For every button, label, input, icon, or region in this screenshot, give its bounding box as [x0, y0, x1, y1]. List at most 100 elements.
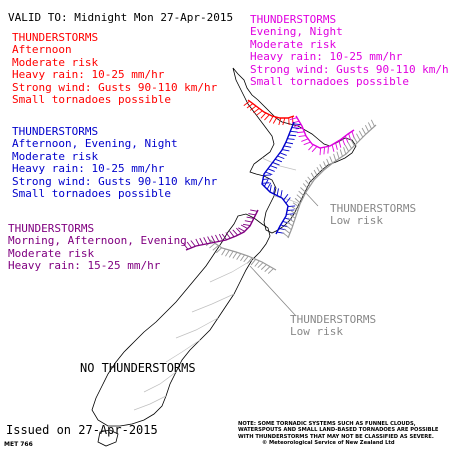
- hatch-mark: [247, 257, 253, 264]
- south-island-outline: [91, 213, 271, 427]
- hatch-mark: [267, 268, 274, 274]
- hatch-mark: [289, 117, 298, 121]
- hatch-marks: [183, 100, 375, 274]
- hatch-mark: [300, 187, 307, 193]
- hatch-mark: [286, 221, 293, 227]
- magenta-region-label: THUNDERSTORMS Evening, Night Moderate ri…: [250, 13, 450, 88]
- hatch-mark: [305, 179, 311, 187]
- hatch-mark: [260, 264, 267, 270]
- hatch-mark: [249, 105, 257, 111]
- hatch-mark: [316, 166, 321, 174]
- hatch-mark: [287, 138, 295, 140]
- hatch-mark: [273, 186, 276, 194]
- hatch-mark: [353, 136, 358, 144]
- hatch-mark: [323, 147, 325, 155]
- label-pointers: [249, 191, 319, 317]
- hatch-mark: [311, 146, 318, 153]
- hatch-mark: [285, 224, 292, 230]
- hatch-mark: [285, 141, 294, 145]
- hatch-mark: [186, 241, 192, 249]
- hatch-mark: [283, 145, 292, 148]
- hatch-mark: [256, 110, 263, 116]
- hatch-mark: [308, 144, 314, 151]
- hatch-mark: [290, 210, 297, 215]
- hatch-mark: [221, 248, 226, 256]
- magenta-risk-line: [295, 115, 355, 149]
- hatch-mark: [199, 237, 204, 245]
- hatch-mark: [338, 140, 342, 148]
- hatch-mark: [296, 194, 303, 200]
- hatch-mark: [307, 176, 313, 183]
- hatch-mark: [190, 240, 196, 247]
- hatch-mark: [282, 149, 290, 152]
- blue-risk-line: [261, 121, 295, 235]
- hatch-mark: [291, 206, 299, 212]
- hatch-mark: [280, 190, 283, 198]
- hatch-mark: [347, 141, 352, 149]
- hatch-mark: [243, 100, 250, 106]
- hatch-mark: [295, 127, 303, 130]
- hatch-mark: [268, 116, 274, 123]
- hatch-mark: [335, 142, 338, 150]
- hatch-mark: [343, 147, 347, 155]
- hatch-mark: [211, 235, 216, 243]
- hatch-mark: [344, 144, 350, 152]
- hatch-mark: [291, 127, 300, 129]
- hatch-mark: [238, 227, 245, 232]
- hatch-mark: [236, 253, 242, 260]
- regional-boundaries: [133, 157, 301, 411]
- hatch-mark: [287, 217, 295, 223]
- north-island-outline: [232, 67, 357, 234]
- hatch-mark: [283, 228, 291, 234]
- hatch-mark: [254, 260, 260, 267]
- hatch-mark: [329, 156, 333, 164]
- hatch-mark: [287, 205, 296, 208]
- hatch-mark: [293, 123, 301, 126]
- issued-date: Issued on 27-Apr-2015: [6, 423, 158, 437]
- hatch-mark: [294, 197, 301, 204]
- purple-risk-line: [185, 209, 259, 251]
- hatch-mark: [370, 119, 375, 127]
- hatch-mark: [313, 169, 319, 177]
- hatch-mark: [341, 138, 346, 146]
- hatch-mark: [232, 229, 239, 236]
- hatch-mark: [277, 155, 285, 160]
- hatch-mark: [235, 227, 242, 234]
- hatch-mark: [323, 161, 327, 169]
- hatch-mark: [327, 146, 329, 154]
- hatch-mark: [250, 259, 257, 266]
- hatch-mark: [240, 254, 245, 262]
- hatch-mark: [331, 144, 335, 152]
- hatch-mark: [250, 209, 258, 212]
- hatch-mark: [344, 135, 349, 143]
- red-region-label: THUNDERSTORMS Afternoon Moderate risk He…: [12, 31, 218, 106]
- red-risk-line: [247, 99, 295, 119]
- hatch-mark: [356, 133, 361, 141]
- hatch-mark: [244, 220, 253, 223]
- hatch-mark: [225, 249, 230, 257]
- hatch-mark: [246, 216, 254, 219]
- purple-region-label: THUNDERSTORMS Morning, Afternoon, Evenin…: [8, 222, 187, 273]
- hatch-mark: [358, 130, 364, 138]
- hatch-mark: [319, 147, 322, 156]
- hatch-mark: [243, 255, 249, 263]
- hatch-mark: [269, 184, 272, 193]
- hatch-mark: [336, 151, 340, 159]
- hatch-mark: [290, 130, 298, 133]
- hatch-mark: [348, 133, 352, 141]
- hatch-mark: [228, 250, 234, 258]
- hatch-mark: [270, 165, 278, 169]
- hatch-mark: [339, 149, 343, 157]
- hatch-mark: [267, 168, 275, 172]
- hatch-mark: [264, 266, 271, 272]
- hatch-mark: [288, 134, 297, 137]
- hatch-mark: [263, 174, 271, 176]
- hatch-mark: [280, 224, 288, 228]
- hatch-mark: [266, 182, 272, 190]
- hatch-mark: [297, 131, 305, 134]
- hatch-mark: [326, 158, 330, 166]
- hatch-mark: [203, 237, 208, 245]
- hatch-mark: [361, 127, 367, 135]
- hatch-mark: [215, 234, 220, 242]
